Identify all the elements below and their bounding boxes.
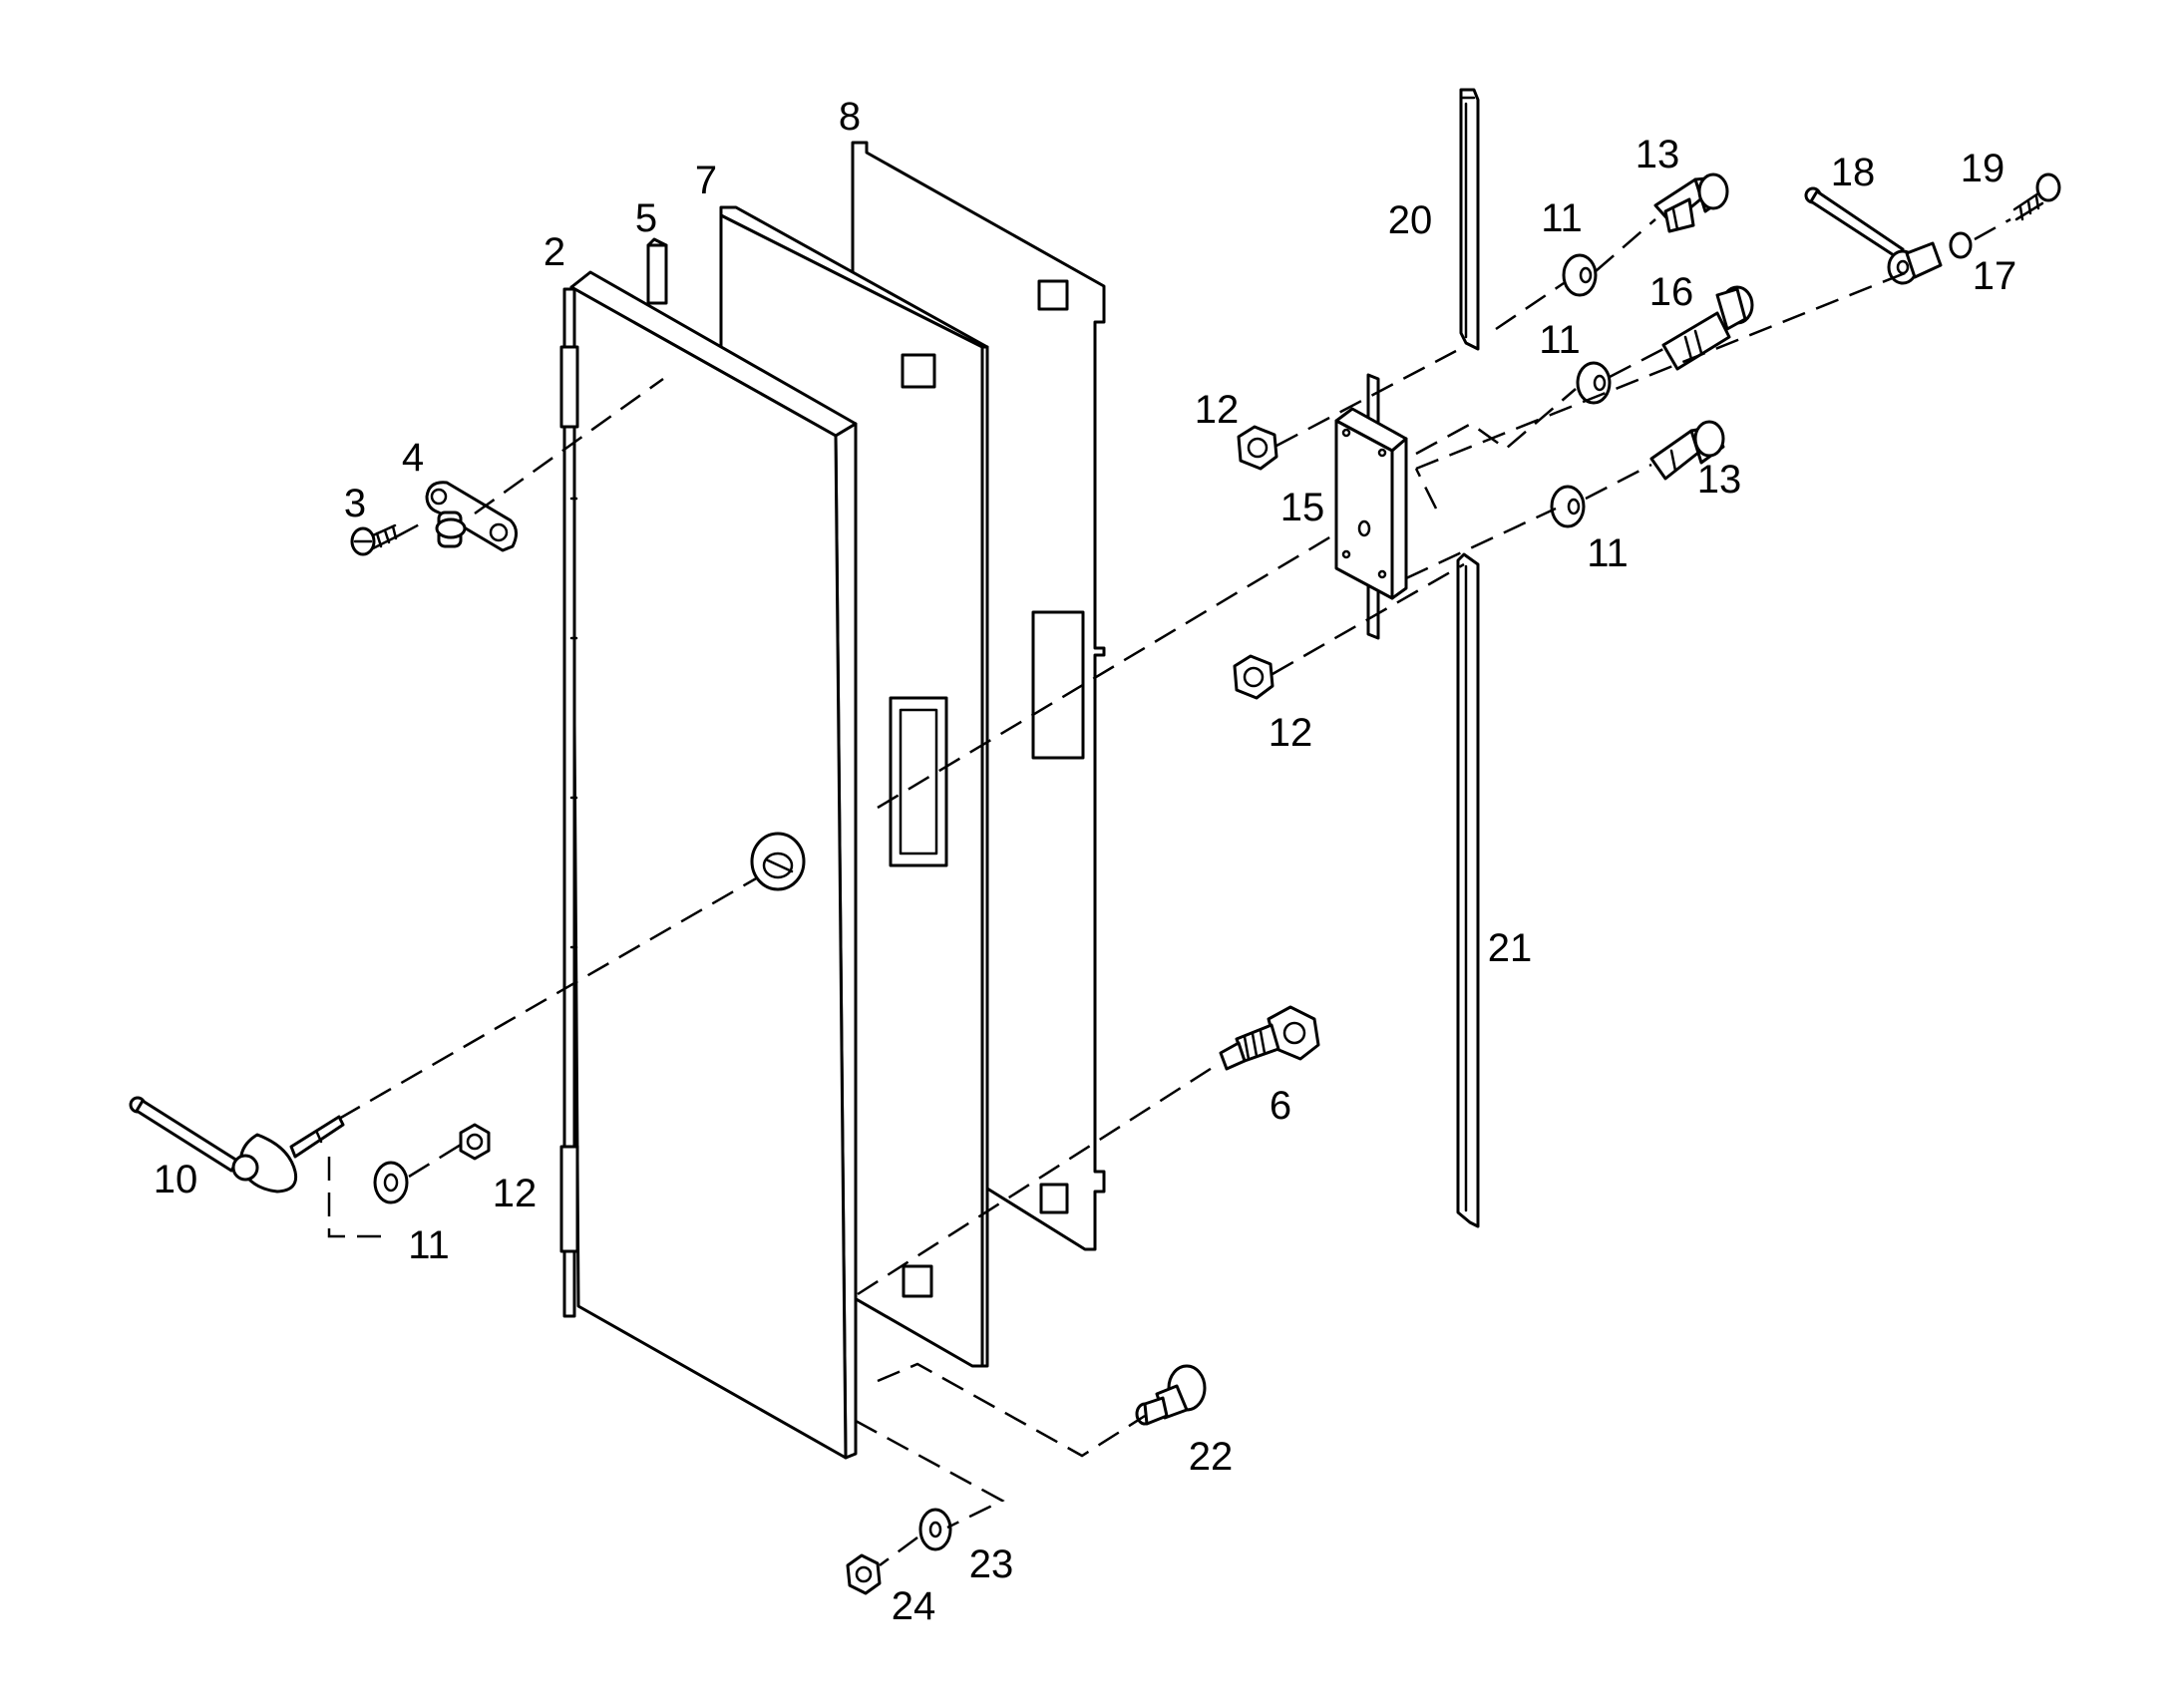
callout-24: 24 bbox=[892, 1584, 936, 1628]
callout-5: 5 bbox=[635, 196, 657, 240]
washer-11-bottom bbox=[1550, 485, 1586, 528]
door-2-hinge-lower bbox=[559, 1145, 579, 1253]
strip-5 bbox=[646, 237, 668, 305]
callout-11-bottom: 11 bbox=[1587, 531, 1629, 575]
bolt-16 bbox=[1661, 285, 1754, 371]
callout-4: 4 bbox=[402, 436, 424, 480]
callout-12-middle: 12 bbox=[1269, 711, 1313, 755]
handle-10 bbox=[129, 1096, 345, 1194]
bolt-13-top bbox=[1653, 172, 1729, 233]
screw-3 bbox=[350, 523, 399, 556]
callout-16: 16 bbox=[1649, 270, 1694, 314]
rod-21 bbox=[1456, 552, 1480, 1228]
bolt-6 bbox=[1219, 1005, 1320, 1071]
panel-8-window bbox=[1031, 610, 1085, 760]
door-2-hinge-upper bbox=[559, 345, 579, 429]
callout-10: 10 bbox=[154, 1158, 198, 1201]
panel-8-square-hole-bottom bbox=[1039, 1183, 1069, 1214]
callout-11-top: 11 bbox=[1541, 196, 1583, 240]
callout-20: 20 bbox=[1388, 198, 1433, 242]
callout-2: 2 bbox=[544, 230, 565, 274]
panel-7-square-hole-top bbox=[901, 353, 936, 389]
callout-11-middle: 11 bbox=[1539, 318, 1581, 362]
nut-12-middle bbox=[1233, 654, 1274, 700]
callout-23: 23 bbox=[969, 1542, 1014, 1586]
callout-13-top: 13 bbox=[1635, 133, 1680, 176]
panel-7-square-hole-bottom bbox=[902, 1264, 933, 1298]
thumbscrew-22 bbox=[1135, 1364, 1207, 1426]
spacer-17 bbox=[1949, 231, 1973, 259]
nut-12-upper bbox=[1237, 425, 1278, 471]
callout-18: 18 bbox=[1831, 151, 1876, 194]
washer-11-lower bbox=[373, 1161, 409, 1204]
bracket-15 bbox=[1334, 373, 1408, 640]
callout-19: 19 bbox=[1961, 147, 2005, 190]
callout-22: 22 bbox=[1189, 1435, 1234, 1479]
nut-12-lower bbox=[459, 1123, 491, 1161]
callout-12-lower: 12 bbox=[493, 1172, 538, 1215]
rod-20 bbox=[1459, 88, 1480, 351]
callouts: 2 3 4 5 6 7 8 10 11 12 12 12 15 20 21 11… bbox=[154, 95, 2017, 1628]
callout-15: 15 bbox=[1280, 486, 1325, 529]
washer-11-top bbox=[1562, 253, 1598, 297]
leader-lines bbox=[327, 217, 2011, 1567]
washer-23 bbox=[918, 1508, 952, 1551]
pin-18 bbox=[1804, 186, 1943, 285]
bolt-13-bottom bbox=[1649, 420, 1725, 481]
callout-12-upper: 12 bbox=[1195, 388, 1240, 432]
panel-7-window bbox=[889, 696, 948, 867]
callout-21: 21 bbox=[1488, 926, 1533, 970]
callout-13-bottom: 13 bbox=[1697, 458, 1742, 502]
callout-7: 7 bbox=[695, 159, 717, 202]
nut-24 bbox=[846, 1553, 882, 1595]
door-lock-cylinder bbox=[750, 832, 806, 891]
callout-3: 3 bbox=[344, 482, 366, 525]
door-2-hinge-edge bbox=[562, 287, 576, 1318]
door-2 bbox=[559, 270, 858, 1460]
washer-11-middle bbox=[1576, 361, 1612, 405]
callout-11-lower: 11 bbox=[408, 1223, 450, 1267]
screw-19 bbox=[2012, 172, 2061, 221]
callout-17: 17 bbox=[1973, 254, 2017, 298]
callout-6: 6 bbox=[1270, 1084, 1291, 1128]
panel-8-square-hole-top bbox=[1037, 279, 1069, 311]
callout-8: 8 bbox=[839, 95, 861, 139]
latch-plate-4 bbox=[425, 481, 518, 552]
